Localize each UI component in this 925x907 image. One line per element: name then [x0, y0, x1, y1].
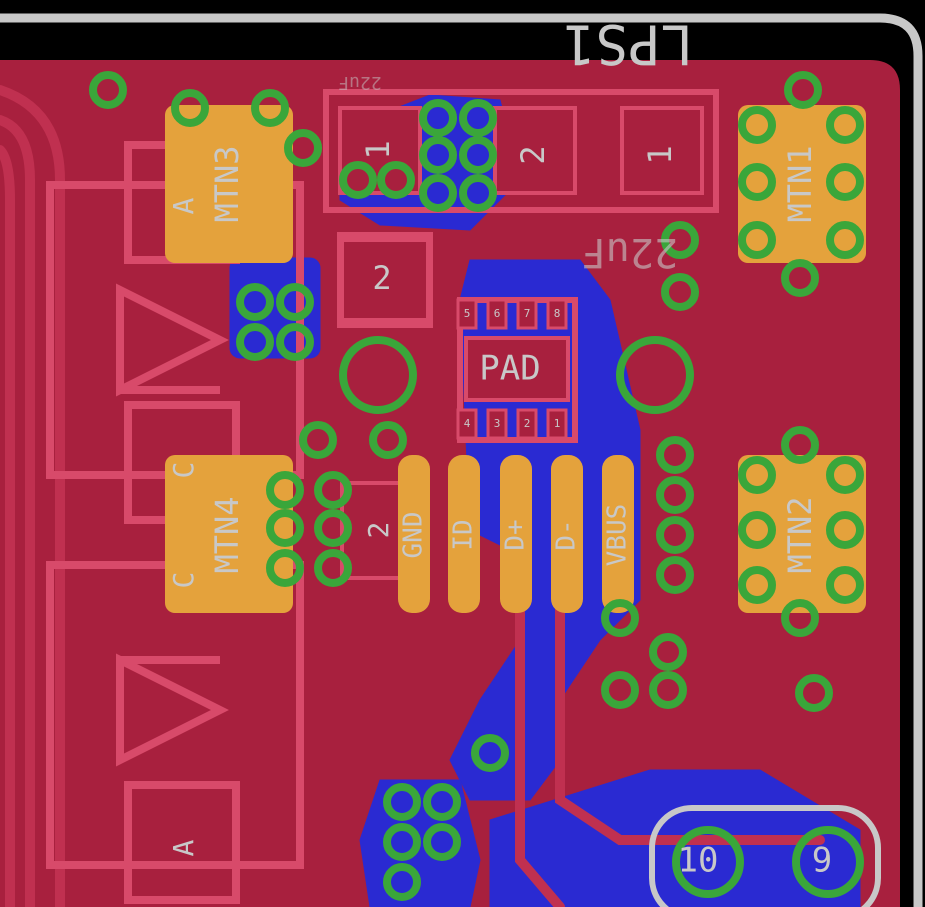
board-label: LPS1 [563, 12, 693, 75]
usb-gnd-label: GND [399, 512, 429, 559]
header-surround [649, 805, 881, 907]
cap-mid-pin2: 2 [372, 259, 391, 297]
ic-pin-1: 1 [554, 417, 561, 430]
board-outline [0, 13, 923, 907]
mtn3-label: MTN3 [208, 145, 246, 222]
ic-pad-label: PAD [479, 349, 540, 389]
usb-pads [398, 455, 634, 613]
mtn4-pin-bottom: C [167, 572, 200, 589]
ic-pin-4: 4 [464, 417, 471, 430]
mtn1-pad [738, 105, 866, 263]
cap-right-pin1: 1 [641, 145, 679, 164]
mtn2-label: MTN2 [781, 496, 819, 573]
ic-pin-2: 2 [524, 417, 531, 430]
ic-pin-5: 5 [464, 307, 471, 320]
cap-top-pin2: 2 [514, 145, 552, 164]
mtn3-pin-label: A [167, 197, 200, 214]
silk-left-diodes [46, 141, 304, 904]
ic-pin-6: 6 [494, 307, 501, 320]
labels: LPS1 MTN3 A MTN4 C C MTN1 MTN2 GND ID D+… [167, 12, 832, 880]
usb-dminus-label: D- [552, 519, 582, 550]
mtn4-pad [165, 455, 293, 613]
diode-anode-label: A [167, 839, 200, 856]
vias [89, 71, 864, 901]
cap-value-right: 22uF [582, 229, 678, 275]
cap-top-pin1: 1 [359, 140, 397, 159]
mtn1-label: MTN1 [781, 145, 819, 222]
ic-pin-7: 7 [524, 307, 531, 320]
cap-value-top: 22uF [338, 72, 381, 93]
usb-dplus-label: D+ [501, 519, 531, 550]
header-pin9: 9 [812, 841, 832, 881]
usb-vbus-label: VBUS [603, 504, 633, 567]
usb-id-label: ID [449, 519, 479, 550]
mtn4-pin-top: C [167, 462, 200, 479]
ic-pin-3: 3 [494, 417, 501, 430]
header-pin10: 10 [678, 841, 719, 881]
mtn3-pad [165, 105, 293, 263]
mtn4-label: MTN4 [208, 496, 246, 573]
ic-pin-8: 8 [554, 307, 561, 320]
traces [0, 85, 825, 907]
cap-left-pin2: 2 [362, 522, 395, 539]
smd-pads [338, 106, 704, 580]
